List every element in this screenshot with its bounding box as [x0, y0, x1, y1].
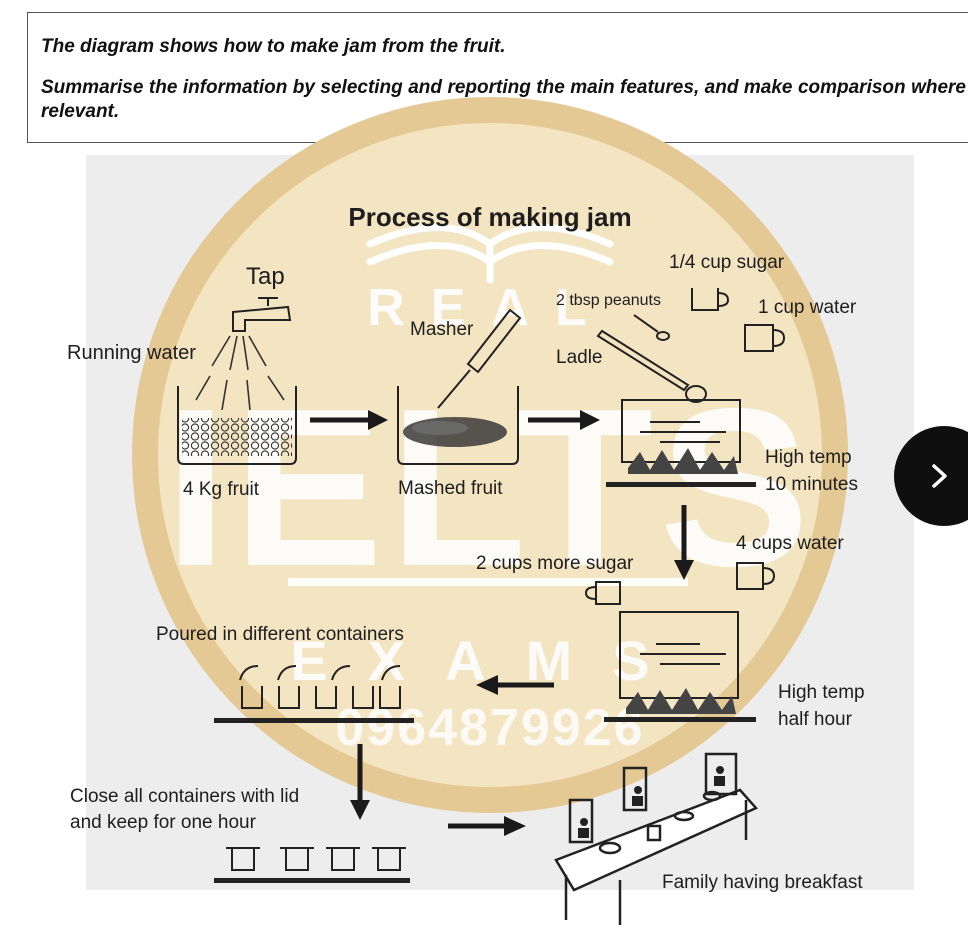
label-high-temp-1: High temp [765, 447, 852, 468]
next-slide-button[interactable] [894, 426, 968, 526]
label-masher: Masher [410, 319, 474, 340]
sugar-cup-icon [691, 288, 730, 311]
arrow-step-1 [310, 410, 388, 430]
water-cup-icon [744, 324, 786, 352]
watermark-bar-top [288, 578, 688, 586]
lid-shelf [214, 878, 410, 883]
label-fruit: 4 Kg fruit [183, 479, 260, 500]
containers-icon [239, 665, 401, 709]
watermark-exams: EXAMS [290, 629, 689, 692]
masher-icon [437, 308, 522, 409]
label-peanuts: 2 tbsp peanuts [556, 292, 661, 309]
label-two-cups-sugar: 2 cups more sugar [476, 553, 634, 574]
breakfast-table-icon [554, 752, 759, 925]
ladle-icon [596, 329, 707, 403]
spoon-icon [633, 314, 670, 341]
watermark-real: REAL [367, 279, 613, 337]
watermark: REAL IELTS EXAMS 0964879926 [132, 97, 848, 813]
label-mashed-fruit: Mashed fruit [398, 478, 503, 499]
label-high-temp-2: High temp [778, 682, 865, 703]
pot-1-icon [606, 399, 756, 487]
lidded-containers-icon [226, 847, 406, 871]
arrow-step-5 [350, 744, 370, 820]
mashed-fruit-bowl-icon [397, 386, 519, 465]
label-family: Family having breakfast [662, 872, 863, 893]
pot-2-icon [604, 611, 756, 722]
label-tap: Tap [246, 263, 285, 290]
running-water-icon [195, 335, 285, 411]
tap-icon [232, 297, 292, 332]
task-summary-instruction: Summarise the information by selecting a… [41, 77, 966, 122]
two-cups-sugar-icon [584, 581, 621, 605]
label-four-cups-water: 4 cups water [736, 533, 844, 554]
arrow-step-6 [448, 816, 526, 836]
label-ten-minutes: 10 minutes [765, 474, 858, 495]
label-close-line1: Close all containers with lid [70, 786, 299, 807]
label-close-line2: and keep for one hour [70, 812, 257, 833]
task-instruction: The diagram shows how to make jam from t… [41, 36, 506, 57]
family-figures-icon [578, 766, 725, 838]
diagram-title: Process of making jam [348, 202, 631, 232]
container-shelf [214, 718, 414, 723]
arrow-step-4 [476, 675, 554, 695]
watermark-ring [132, 97, 848, 813]
watermark-book-logo [366, 224, 614, 284]
arrow-step-2 [528, 410, 600, 430]
arrow-step-3 [674, 505, 694, 580]
four-cups-water-icon [736, 562, 776, 590]
chevron-right-icon [932, 464, 947, 488]
label-poured: Poured in different containers [156, 624, 404, 645]
label-running-water: Running water [67, 342, 196, 364]
fruit-bowl-icon [177, 386, 297, 465]
label-quarter-cup-sugar: 1/4 cup sugar [669, 252, 785, 273]
label-ladle: Ladle [556, 347, 603, 368]
label-one-cup-water: 1 cup water [758, 297, 857, 318]
label-half-hour: half hour [778, 709, 853, 730]
